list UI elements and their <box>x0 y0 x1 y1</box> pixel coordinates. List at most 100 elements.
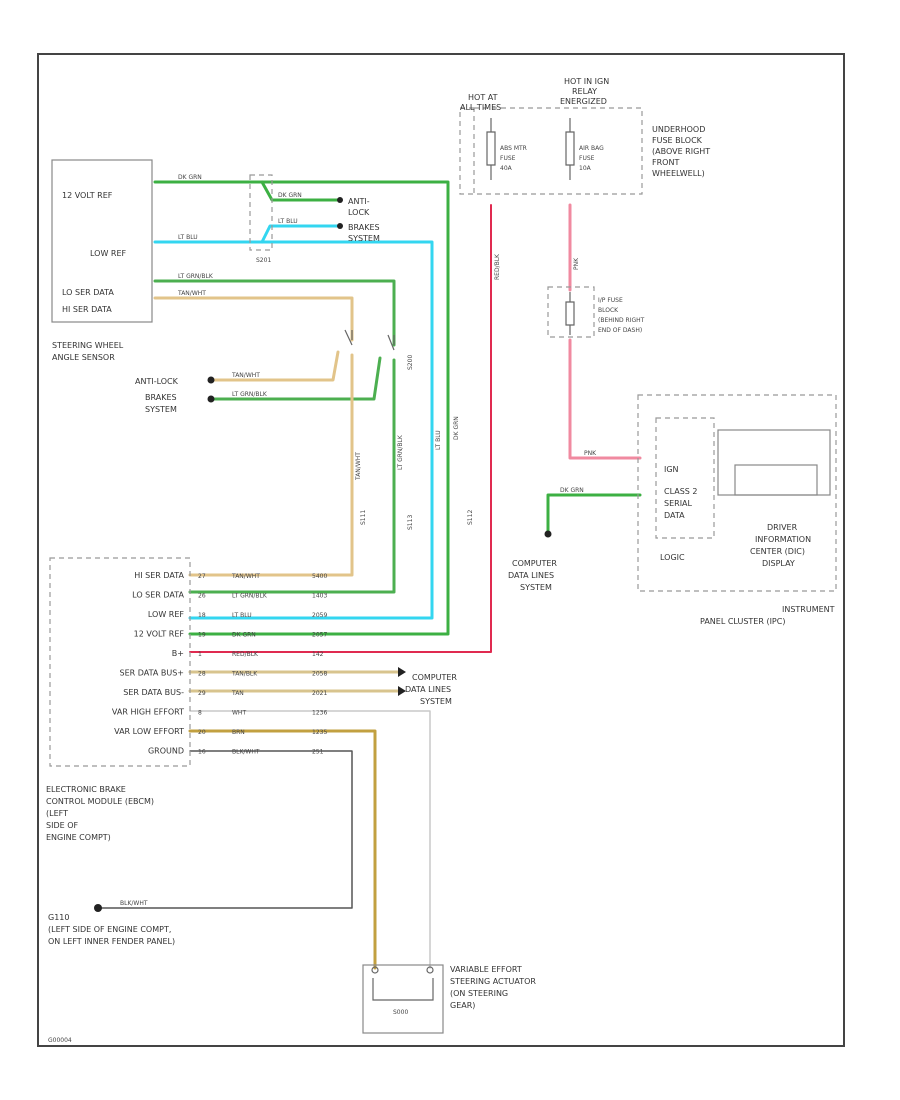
abs-sys-1: ANTI- <box>348 197 370 206</box>
diagram-frame <box>37 53 845 1047</box>
ip-fuse-1: I/P FUSE <box>598 297 623 304</box>
vert-s200: S200 <box>407 355 414 370</box>
sensor-wire-ltblu: LT BLU <box>178 234 198 241</box>
dic-pin-data: DATA <box>664 511 685 520</box>
module-circuit-2: 2059 <box>312 612 327 619</box>
vert-ltgrn: LT GRN/BLK <box>397 434 404 470</box>
underhood-4: FRONT <box>652 158 679 167</box>
computer-dot <box>544 530 552 538</box>
actuator-pin-1 <box>371 966 379 974</box>
dic-name-2: INFORMATION <box>755 535 811 544</box>
ipc-wire-dkgrn: DK GRN <box>560 487 584 494</box>
ipc-name-1: INSTRUMENT <box>782 605 835 614</box>
sensor-wire-dkgrn: DK GRN <box>178 174 202 181</box>
ip-fuse-4: END OF DASH) <box>598 327 642 334</box>
actuator-box <box>362 964 444 1034</box>
ipc-wire-pnk: PNK <box>584 450 597 457</box>
computer-lines-2b: DATA LINES <box>508 571 554 580</box>
dic-name-4: DISPLAY <box>762 559 795 568</box>
actuator-name-2: STEERING ACTUATOR <box>450 977 536 986</box>
module-pin-num-2: 18 <box>198 612 206 619</box>
hot-at-all-times-2: ALL TIMES <box>460 103 501 112</box>
module-circuit-6: 2021 <box>312 690 327 697</box>
logic-label: LOGIC <box>660 553 685 562</box>
ground-wire: BLK/WHT <box>120 900 148 907</box>
abs-wire-tanwht: TAN/WHT <box>231 372 260 379</box>
ip-fuse-box <box>547 286 595 338</box>
diagram-id: G00004 <box>48 1037 72 1044</box>
module-circuit-7: 1236 <box>312 710 327 717</box>
abs-wire-ltgrn: LT GRN/BLK <box>232 391 268 398</box>
module-pin-num-0: 27 <box>198 573 206 580</box>
module-pin-9: GROUND <box>148 747 184 756</box>
airbag-fuse-2: FUSE <box>579 155 595 162</box>
abs-sys2-2: BRAKES <box>145 393 177 402</box>
wire-tan-wht-abs <box>209 350 340 382</box>
module-wire-8: BRN <box>232 729 245 736</box>
abs-sys2-3: SYSTEM <box>145 405 177 414</box>
actuator-name-3: (ON STEERING <box>450 989 508 998</box>
module-wire-1: LT GRN/BLK <box>232 593 268 600</box>
module-circuit-8: 1235 <box>312 729 327 736</box>
hot-relay-2: RELAY <box>572 87 597 96</box>
actuator-id: S000 <box>393 1009 408 1016</box>
underhood-5: WHEELWELL) <box>652 169 705 178</box>
splice-jumper-lt-blu <box>260 224 340 244</box>
dic-pin-ign: IGN <box>664 465 679 474</box>
ip-fuse-3: (BEHIND RIGHT <box>598 317 645 324</box>
module-name-3: (LEFT <box>46 809 68 818</box>
wire-lt-grn-blk-abs <box>209 356 382 401</box>
sensor-wire-tanwht: TAN/WHT <box>177 290 206 297</box>
abs-sys2-1: ANTI-LOCK <box>135 377 179 386</box>
module-circuit-1: 1403 <box>312 593 327 600</box>
module-pin-num-1: 26 <box>198 593 206 600</box>
ebcm-box <box>49 557 191 767</box>
vert-tanwht: TAN/WHT <box>355 452 362 481</box>
actuator-inner <box>372 978 434 1001</box>
splice-box <box>249 174 273 251</box>
computer-lines-2a: COMPUTER <box>512 559 557 568</box>
computer-lines-1c: SYSTEM <box>420 697 452 706</box>
module-pin-0: HI SER DATA <box>134 571 184 580</box>
module-pin-5: SER DATA BUS+ <box>119 669 184 678</box>
module-wire-6: TAN <box>231 690 244 697</box>
wire-lt-grn-blk-lower <box>188 358 396 594</box>
wire-tan-wht <box>153 296 354 342</box>
module-wire-7: WHT <box>232 710 246 717</box>
abs-fuse-symbol <box>486 118 496 180</box>
underhood-1: UNDERHOOD <box>652 125 705 134</box>
actuator-name-4: GEAR) <box>450 1001 475 1010</box>
module-pin-num-7: 8 <box>198 710 202 717</box>
logic-box <box>655 417 715 539</box>
sensor-pin-lo: LO SER DATA <box>62 288 114 297</box>
wire-dk-grn-ipc <box>546 493 642 534</box>
module-wire-4: RED/BLK <box>232 651 259 658</box>
relay-dash <box>459 107 474 195</box>
module-name-5: ENGINE COMPT) <box>46 833 111 842</box>
data-arrow-2 <box>398 686 406 696</box>
module-circuit-4: 142 <box>312 651 324 658</box>
actuator-pin-2 <box>426 966 434 974</box>
abs-dot-1 <box>337 197 343 203</box>
vert-s111: S111 <box>360 510 367 525</box>
abs-fuse-2: FUSE <box>500 155 516 162</box>
module-pin-num-8: 20 <box>198 729 206 736</box>
module-pin-3: 12 VOLT REF <box>134 630 185 639</box>
vert-dkgrn: DK GRN <box>453 416 460 440</box>
module-pin-num-4: 1 <box>198 651 202 658</box>
abs-sys-4: SYSTEM <box>348 234 380 243</box>
computer-lines-1b: DATA LINES <box>405 685 451 694</box>
module-pin-4: B+ <box>172 649 184 658</box>
abs-sys-2: LOCK <box>348 208 370 217</box>
airbag-fuse-symbol <box>565 118 575 180</box>
abs-dot-2 <box>337 223 343 229</box>
sensor-box <box>51 159 153 323</box>
module-pin-num-6: 29 <box>198 690 206 697</box>
vert-pnk: PNK <box>573 257 580 270</box>
dic-pin-serial: SERIAL <box>664 499 693 508</box>
module-circuit-5: 2058 <box>312 671 327 678</box>
module-pin-num-9: 16 <box>198 749 206 756</box>
wire-pnk-lower <box>568 338 642 460</box>
dic-name-1: DRIVER <box>767 523 798 532</box>
